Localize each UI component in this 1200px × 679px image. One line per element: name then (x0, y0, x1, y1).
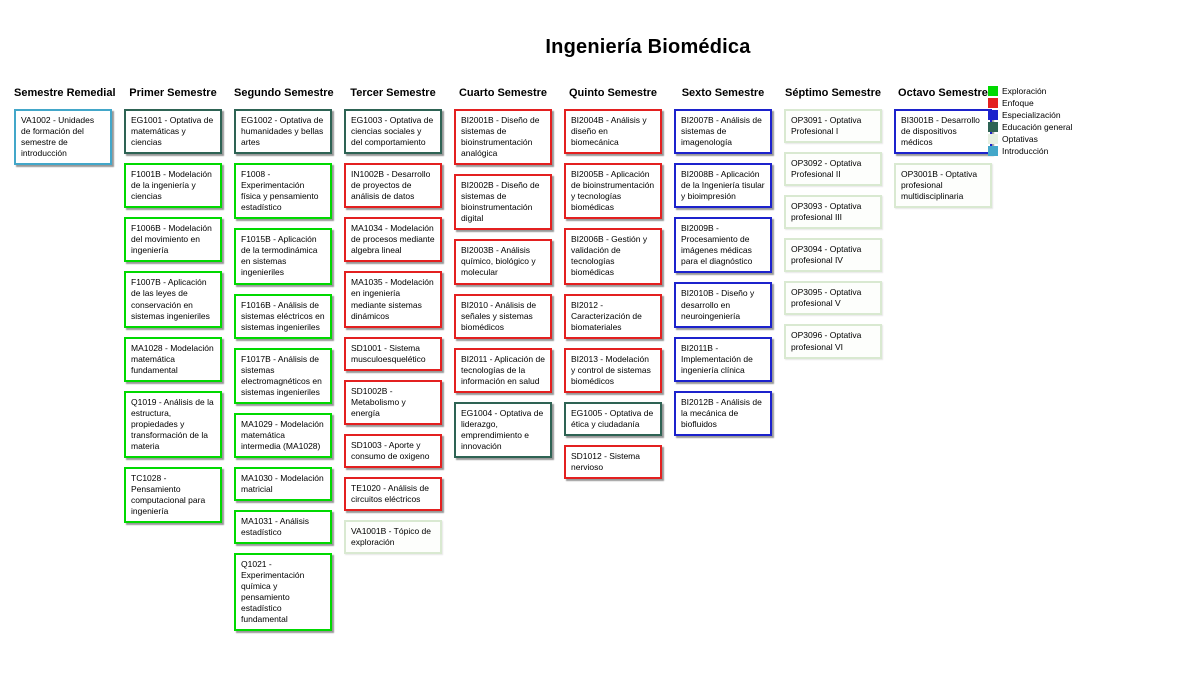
legend-item: Optativas (988, 134, 1072, 144)
course-card-f1008: F1008 - Experimentación física y pensami… (234, 163, 332, 220)
course-card-bi2005b: BI2005B - Aplicación de bioinstrumentaci… (564, 163, 662, 220)
course-card-eg1002: EG1002 - Optativa de humanidades y bella… (234, 109, 332, 155)
course-card-bi2004b: BI2004B - Análisis y diseño en biomecáni… (564, 109, 662, 155)
column-header: Quinto Semestre (568, 87, 658, 99)
course-card-ma1031: MA1031 - Análisis estadístico (234, 510, 332, 545)
course-card-va1002: VA1002 - Unidades de formación del semes… (14, 109, 112, 166)
course-card-f1017b: F1017B - Análisis de sistemas electromag… (234, 347, 332, 404)
course-card-q1019: Q1019 - Análisis de la estructura, propi… (124, 390, 222, 458)
column-header: Semestre Remedial (14, 87, 116, 99)
course-card-te1020: TE1020 - Análisis de circuitos eléctrico… (344, 476, 442, 512)
legend-item: Exploración (988, 86, 1072, 96)
legend-label: Enfoque (1002, 98, 1034, 108)
column-header: Cuarto Semestre (458, 87, 548, 99)
course-card-op3092: OP3092 - Optativa Profesional II (784, 152, 882, 187)
legend-item: Enfoque (988, 98, 1072, 108)
legend-label: Introducción (1002, 146, 1049, 156)
course-card-sd1012: SD1012 - Sistema nervioso (564, 444, 662, 479)
course-card-eg1003: EG1003 - Optativa de ciencias sociales y… (344, 109, 442, 155)
column-header: Octavo Semestre (898, 87, 988, 99)
column-header: Tercer Semestre (350, 87, 436, 99)
course-card-op3093: OP3093 - Optativa profesional III (784, 195, 882, 230)
legend-color-chip (988, 134, 998, 144)
course-card-bi2001b: BI2001B - Diseño de sistemas de bioinstr… (454, 109, 552, 166)
course-card-bi2011: BI2011 - Aplicación de tecnologías de la… (454, 347, 552, 393)
course-card-bi2012: BI2012 - Caracterización de biomateriale… (564, 293, 662, 339)
legend-color-chip (988, 98, 998, 108)
course-card-op3096: OP3096 - Optativa profesional VI (784, 324, 882, 359)
legend-item: Introducción (988, 146, 1072, 156)
course-card-tc1028: TC1028 - Pensamiento computacional para … (124, 466, 222, 524)
course-card-eg1001: EG1001 - Optativa de matemáticas y cienc… (124, 109, 222, 155)
course-card-sd1003: SD1003 - Aporte y consumo de oxigeno (344, 433, 442, 468)
course-card-f1007b: F1007B - Aplicación de las leyes de cons… (124, 271, 222, 328)
course-card-bi2007b: BI2007B - Análisis de sistemas de imagen… (674, 109, 772, 155)
course-card-bi2010: BI2010 - Análisis de señales y sistemas … (454, 293, 552, 339)
course-card-bi2008b: BI2008B - Aplicación de la Ingeniería ti… (674, 163, 772, 209)
course-card-f1001b: F1001B - Modelación de la ingeniería y c… (124, 163, 222, 209)
course-card-bi2013: BI2013 - Modelación y control de sistema… (564, 347, 662, 393)
course-card-ma1028: MA1028 - Modelación matemática fundament… (124, 336, 222, 382)
course-card-bi2012b: BI2012B - Análisis de la mecánica de bio… (674, 390, 772, 436)
legend-label: Especialización (1002, 110, 1061, 120)
legend-color-chip (988, 86, 998, 96)
course-card-eg1005: EG1005 - Optativa de ética y ciudadanía (564, 401, 662, 436)
course-card-ma1035: MA1035 - Modelación en ingeniería median… (344, 271, 442, 328)
course-card-in1002b: IN1002B - Desarrollo de proyectos de aná… (344, 163, 442, 209)
course-card-f1015b: F1015B - Aplicación de la termodinámica … (234, 228, 332, 285)
course-card-ma1029: MA1029 - Modelación matemática intermedi… (234, 412, 332, 458)
legend-item: Educación general (988, 122, 1072, 132)
column-header: Segundo Semestre (234, 87, 334, 99)
legend-color-chip (988, 110, 998, 120)
legend-label: Optativas (1002, 134, 1038, 144)
course-card-op3001b: OP3001B - Optativa profesional multidisc… (894, 163, 992, 209)
course-card-va1001b: VA1001B - Tópico de exploración (344, 520, 442, 555)
column-header: Séptimo Semestre (785, 87, 881, 99)
legend-item: Especialización (988, 110, 1072, 120)
course-card-sd1002b: SD1002B - Metabolismo y energía (344, 379, 442, 425)
legend-label: Educación general (1002, 122, 1073, 132)
course-card-op3095: OP3095 - Optativa profesional V (784, 281, 882, 316)
course-card-op3094: OP3094 - Optativa profesional IV (784, 238, 882, 273)
course-card-ma1034: MA1034 - Modelación de procesos mediante… (344, 217, 442, 263)
course-card-op3091: OP3091 - Optativa Profesional I (784, 109, 882, 144)
course-card-bi2003b: BI2003B - Análisis químico, biológico y … (454, 239, 552, 285)
course-card-bi2002b: BI2002B - Diseño de sistemas de bioinstr… (454, 174, 552, 231)
course-card-q1021: Q1021 - Experimentación química y pensam… (234, 553, 332, 632)
column-header: Primer Semestre (129, 87, 217, 99)
course-card-sd1001: SD1001 - Sistema musculoesquelético (344, 336, 442, 371)
course-card-ma1030: MA1030 - Modelación matricial (234, 466, 332, 502)
course-card-bi2006b: BI2006B - Gestión y validación de tecnol… (564, 228, 662, 285)
course-card-f1006b: F1006B - Modelación del movimiento en in… (124, 217, 222, 263)
column-header: Sexto Semestre (681, 87, 765, 99)
legend-label: Exploración (1002, 86, 1047, 96)
course-card-bi3001b: BI3001B - Desarrollo de dispositivos méd… (894, 109, 992, 155)
page-title: Ingeniería Biomédica (545, 36, 751, 58)
course-card-eg1004: EG1004 - Optativa de liderazgo, emprendi… (454, 401, 552, 458)
course-card-bi2009b: BI2009B - Procesamiento de imágenes médi… (674, 217, 772, 274)
course-card-bi2011b: BI2011B - Implementación de ingeniería c… (674, 336, 772, 382)
legend-color-chip (988, 122, 998, 132)
legend-color-chip (988, 146, 998, 156)
course-card-bi2010b: BI2010B - Diseño y desarrollo en neuroin… (674, 282, 772, 328)
course-card-f1016b: F1016B - Análisis de sistemas eléctricos… (234, 293, 332, 339)
